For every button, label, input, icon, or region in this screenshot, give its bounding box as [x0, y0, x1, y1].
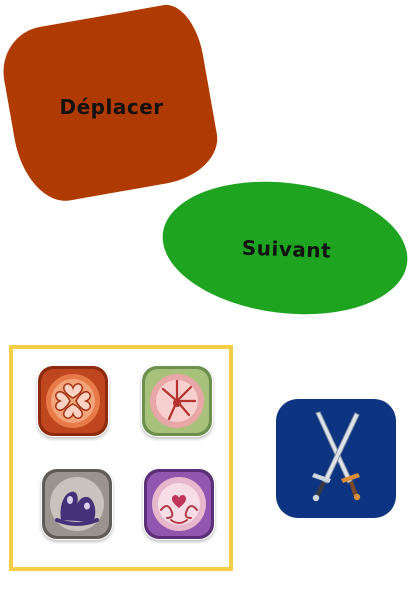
attack-button[interactable]	[276, 399, 396, 518]
move-button-label: Déplacer	[59, 94, 164, 119]
skill-burst-button[interactable]	[141, 365, 213, 437]
ghost-splash-icon	[42, 469, 112, 539]
skill-heart-quad-button[interactable]	[37, 365, 109, 437]
skill-heart-swirl-button[interactable]	[143, 468, 215, 540]
skill-panel	[9, 345, 233, 571]
burst-icon	[142, 366, 212, 436]
skill-ghost-splash-button[interactable]	[41, 468, 113, 540]
next-button-label: Suivant	[241, 235, 332, 263]
crossed-swords-icon	[312, 411, 361, 502]
heart-swirl-icon	[144, 469, 214, 539]
move-button[interactable]: Déplacer	[0, 0, 224, 209]
next-button[interactable]: Suivant	[154, 168, 416, 328]
heart-quad-icon	[38, 366, 108, 436]
